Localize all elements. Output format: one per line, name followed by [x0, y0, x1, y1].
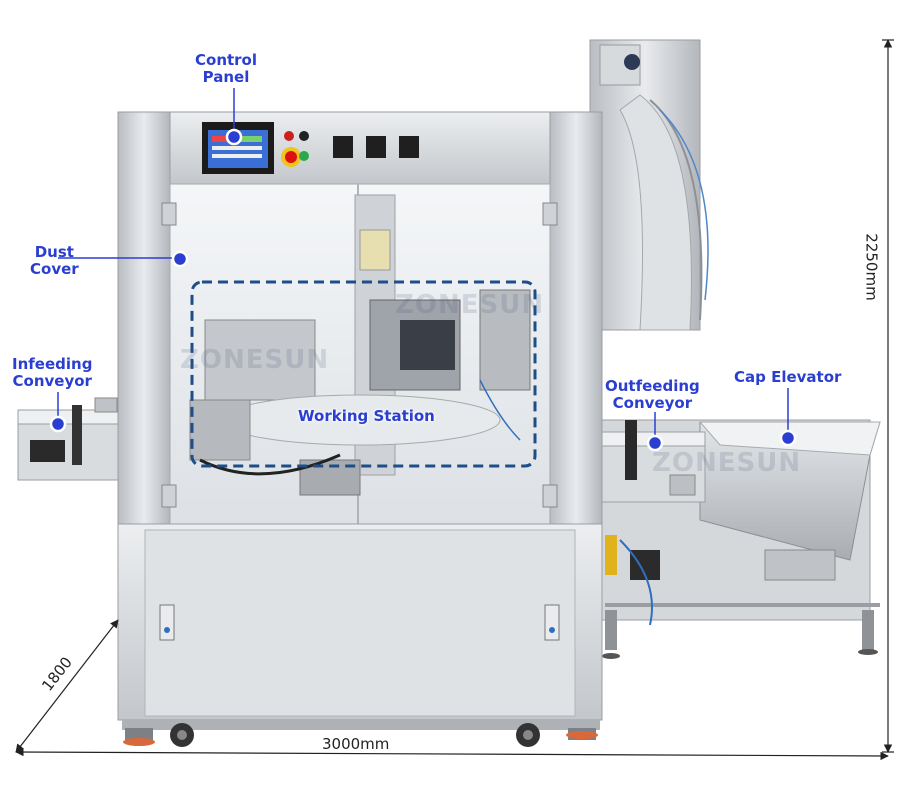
working-station-label: Working Station: [298, 407, 435, 425]
dust-cover-label: Dust Cover: [30, 243, 79, 278]
infeeding-conveyor-dot: [49, 415, 67, 433]
cap-elevator-dot: [779, 429, 797, 447]
infeeding-conveyor-unit: [17, 397, 124, 481]
dimension-lines: [15, 39, 894, 761]
callout-dots: [49, 128, 797, 452]
main-cabinet: [117, 111, 603, 747]
watermark-center: ZONESUN: [395, 290, 545, 320]
callout-leaders: [57, 88, 789, 440]
infeeding-conveyor-label: Infeeding Conveyor: [12, 355, 93, 390]
height-dimension-label: 2250mm: [862, 233, 881, 301]
control-panel-dot: [225, 128, 243, 146]
control-panel-unit: [202, 122, 419, 174]
width-dimension-label: 3000mm: [322, 735, 390, 753]
outfeeding-conveyor-dot: [646, 434, 664, 452]
working-station-box: [190, 280, 537, 468]
control-panel-label: Control Panel: [195, 51, 258, 86]
watermark-right: ZONESUN: [652, 448, 802, 478]
dust-cover-dot: [171, 250, 189, 268]
outfeeding-conveyor-label: Outfeeding Conveyor: [605, 377, 700, 412]
cap-elevator-label: Cap Elevator: [734, 368, 842, 386]
watermark-left: ZONESUN: [180, 345, 330, 375]
cap-elevator-unit: [589, 39, 881, 659]
